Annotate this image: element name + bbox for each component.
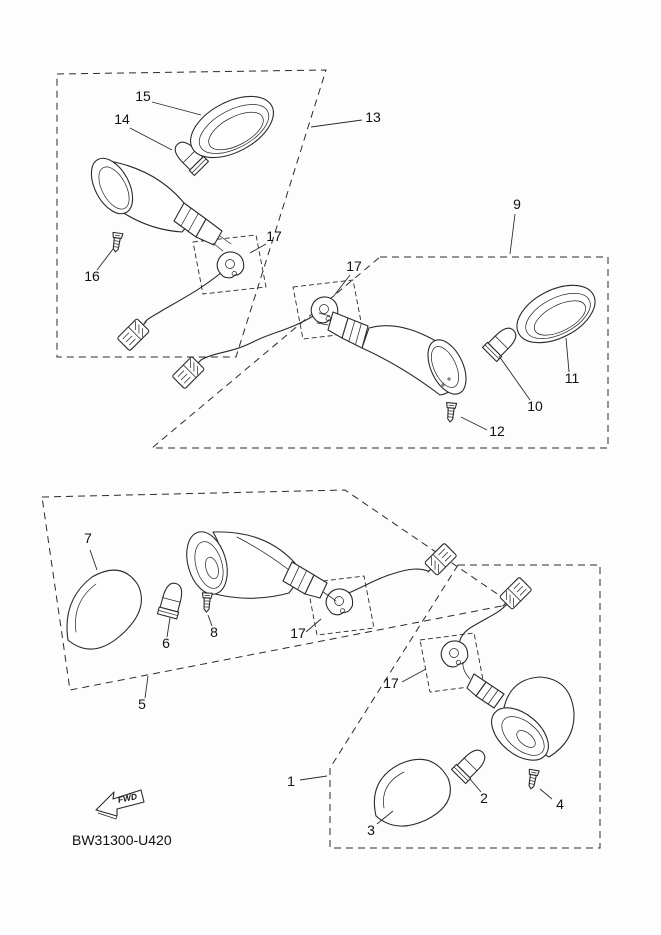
- callout-2: 2: [480, 790, 488, 806]
- part-code: BW31300-U420: [72, 832, 172, 848]
- assembly-group-13: 15 14 13 16 17: [56, 69, 381, 358]
- leader-16: [96, 248, 114, 271]
- leader-3: [376, 810, 394, 825]
- fwd-arrow-icon: [95, 789, 145, 817]
- leader-5: [144, 675, 149, 699]
- assembly-group-5: 7 6 8 5 17: [41, 489, 514, 712]
- leader-9: [509, 213, 516, 255]
- leader-2: [469, 778, 482, 793]
- leader-12: [460, 416, 488, 431]
- callout-8: 8: [210, 624, 218, 640]
- callout-5: 5: [138, 696, 146, 712]
- wire-harness-a: [144, 266, 229, 323]
- lens-ring-11: [516, 284, 596, 344]
- signal-housing-d: [462, 661, 575, 761]
- assembly-box-13: [56, 69, 327, 358]
- wire-harness-c: [329, 568, 429, 601]
- leader-17a: [249, 243, 267, 254]
- callout-11: 11: [565, 370, 580, 386]
- leader-1: [299, 775, 328, 781]
- clamp-box-a: [192, 234, 267, 295]
- callout-17d: 17: [383, 675, 399, 691]
- callout-4: 4: [556, 796, 564, 812]
- signal-housing-c: [186, 531, 337, 602]
- leader-10: [498, 355, 531, 401]
- leader-6: [166, 617, 171, 638]
- wire-harness-b: [200, 312, 319, 361]
- leader-13: [310, 119, 363, 128]
- leader-8: [207, 614, 213, 627]
- callout-12: 12: [489, 423, 505, 439]
- leader-11: [565, 337, 570, 373]
- callout-10: 10: [527, 398, 543, 414]
- callout-3: 3: [367, 822, 375, 838]
- fwd-indicator: FWD: [95, 789, 145, 820]
- leader-7: [89, 549, 98, 571]
- callout-17b: 17: [346, 258, 362, 274]
- leader-4: [539, 788, 553, 800]
- callout-17a: 17: [266, 228, 282, 244]
- callout-13: 13: [365, 109, 381, 125]
- assembly-box-9: [150, 256, 609, 449]
- leader-17c: [305, 618, 322, 633]
- lens-cover-3: [373, 758, 451, 827]
- callout-15: 15: [135, 88, 151, 104]
- callout-16: 16: [84, 268, 100, 284]
- leader-15: [151, 101, 202, 116]
- callout-9: 9: [513, 196, 521, 212]
- signal-housing-b: [316, 311, 467, 396]
- leader-14: [129, 127, 173, 151]
- assembly-group-1: 1 17 2 3 4: [287, 564, 601, 849]
- callout-7: 7: [84, 530, 92, 546]
- lens-ring-15: [190, 95, 274, 159]
- clamp-box-c: [306, 575, 375, 636]
- callout-6: 6: [162, 635, 170, 651]
- leader-17b: [332, 274, 351, 298]
- signal-housing-a: [90, 157, 232, 252]
- callout-17c: 17: [290, 625, 306, 641]
- lens-cover-7: [66, 569, 142, 650]
- assembly-group-9: 9 17 10 11 12: [150, 196, 609, 449]
- leader-17d: [401, 668, 427, 683]
- callout-14: 14: [114, 111, 130, 127]
- callout-1: 1: [287, 773, 295, 789]
- fwd-label: FWD: [117, 791, 138, 805]
